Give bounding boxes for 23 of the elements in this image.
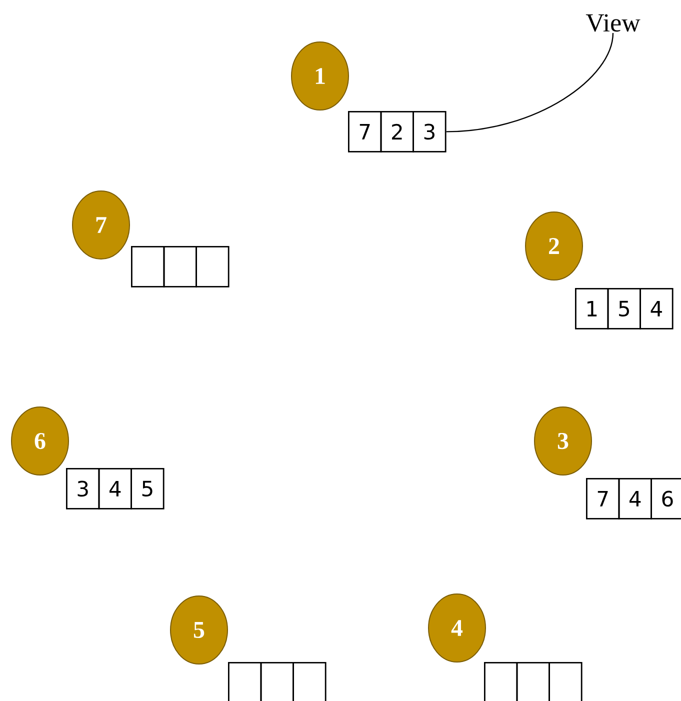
array-cell: 4 [618, 478, 652, 520]
array-cell: 4 [98, 468, 132, 510]
array-cell: 3 [412, 111, 446, 152]
array-cell [548, 662, 582, 701]
array-cell: 1 [575, 288, 609, 330]
view-label: View [586, 14, 640, 32]
array-cell [131, 246, 165, 288]
array-cell [163, 246, 197, 288]
array-cell: 7 [586, 478, 620, 520]
array-cell [516, 662, 550, 701]
array-cell: 7 [348, 111, 382, 152]
array-cell [292, 662, 326, 701]
leader-line [446, 32, 614, 132]
array-cell [196, 246, 230, 288]
array-cell: 4 [640, 288, 674, 330]
array-cell: 3 [66, 468, 100, 510]
array-cell: 5 [607, 288, 641, 330]
array-cell: 2 [380, 111, 414, 152]
array-cell [260, 662, 294, 701]
array-cell: 6 [650, 478, 681, 520]
array-cell: 5 [130, 468, 164, 510]
array-cell [228, 662, 262, 701]
array-cell [484, 662, 518, 701]
